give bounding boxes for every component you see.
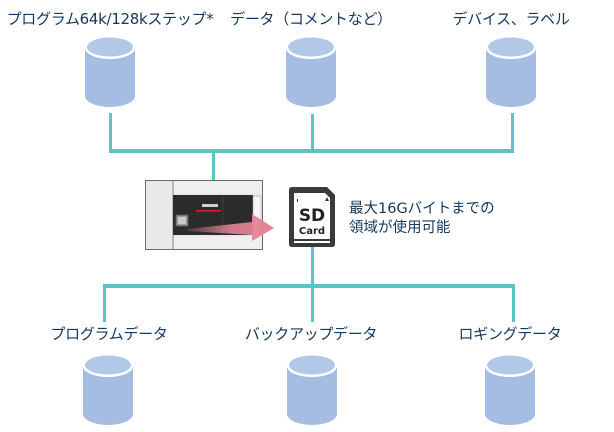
sd-note-line2: 領域が使用可能: [349, 220, 451, 236]
database-cylinder-icon: [84, 36, 136, 108]
database-cylinder-icon: [285, 36, 337, 108]
sd-capacity-note: 最大16Gバイトまでの 領域が使用可能: [349, 200, 495, 238]
connector-bus: [109, 149, 514, 153]
connector-line: [311, 247, 314, 287]
connector-line: [311, 286, 314, 322]
plc-unit-icon: [145, 180, 263, 250]
sd-note-line1: 最大16Gバイトまでの: [349, 201, 495, 217]
top-storage-label-data: データ（コメントなど）: [230, 10, 392, 28]
sd-card-text: SD: [299, 206, 325, 226]
transfer-arrow-icon: [188, 214, 274, 241]
bottom-storage-label-program: プログラムデータ: [50, 325, 168, 343]
database-cylinder-icon: [82, 354, 134, 426]
connector-line: [103, 286, 106, 322]
database-cylinder-icon: [484, 354, 536, 426]
sd-card-subtext: Card: [299, 226, 325, 237]
top-storage-label-device: デバイス、ラベル: [452, 10, 570, 28]
database-cylinder-icon: [485, 36, 537, 108]
connector-line: [311, 114, 314, 153]
connector-bus: [103, 284, 515, 288]
bottom-storage-label-backup: バックアップデータ: [244, 325, 378, 343]
connector-line: [512, 286, 515, 322]
bottom-storage-label-logging: ロギングデータ: [458, 325, 562, 343]
connector-line: [511, 113, 514, 153]
top-storage-label-program: プログラム64k/128kステップ*: [6, 10, 214, 28]
database-cylinder-icon: [286, 354, 338, 426]
connector-line: [109, 113, 112, 153]
sd-card-icon: SD Card: [289, 187, 335, 247]
connector-line: [212, 152, 215, 181]
